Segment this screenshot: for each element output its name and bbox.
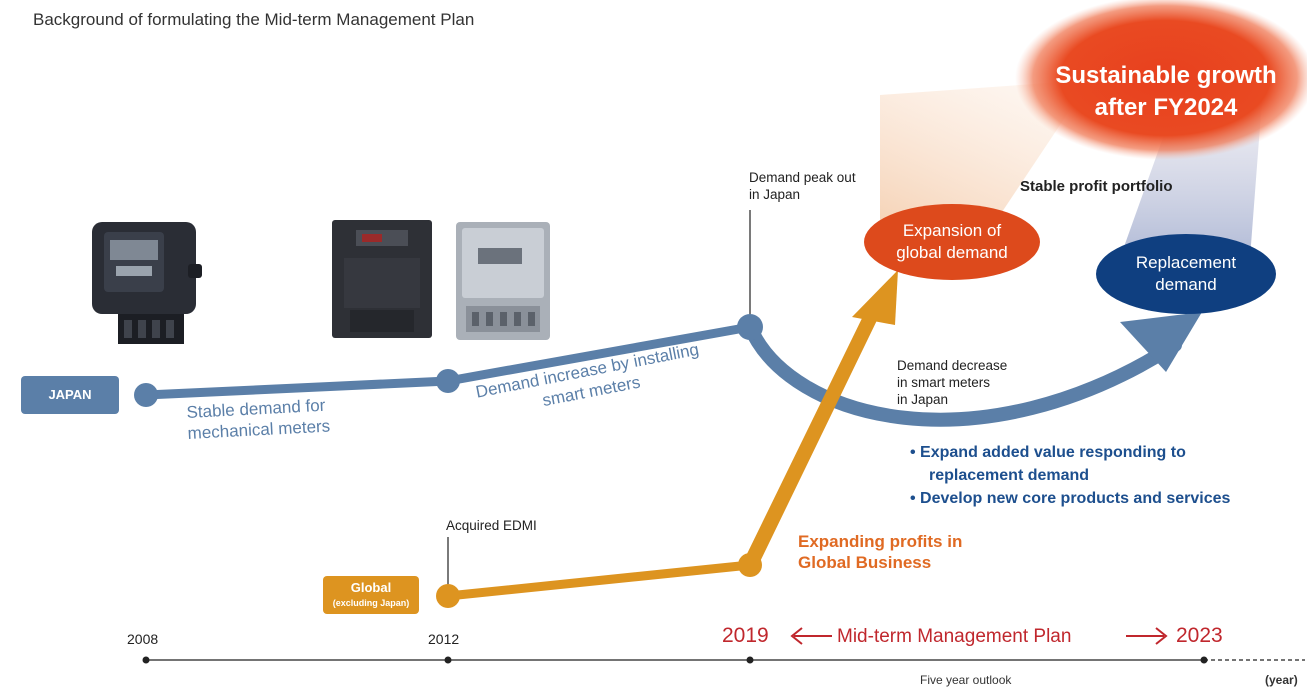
- node-2019-global: [738, 553, 762, 577]
- year-2019: 2019: [722, 624, 769, 647]
- year-2023: 2023: [1176, 624, 1223, 647]
- goal-label: Sustainable growth after FY2024: [1035, 60, 1297, 124]
- portfolio-label: Stable profit portfolio: [1020, 178, 1173, 195]
- global-label-line2: Global Business: [798, 553, 932, 572]
- global-badge-line2: (excluding Japan): [332, 598, 410, 608]
- year-2008: 2008: [127, 631, 159, 647]
- bullet-1-line1: • Expand added value responding to: [910, 444, 1186, 461]
- node-2012-japan: [436, 369, 460, 393]
- replacement-line1: Replacement: [1135, 253, 1237, 272]
- peak-line2: in Japan: [749, 187, 801, 202]
- replacement-ellipse: [1096, 234, 1276, 314]
- expansion-line2: global demand: [896, 243, 1008, 262]
- expansion-ellipse: [864, 204, 1040, 280]
- global-line: [443, 560, 755, 601]
- plan-arrow-left-icon: [790, 627, 832, 645]
- stable-demand-label: Stable demand for mechanical meters: [186, 395, 331, 444]
- node-2019-japan: [737, 314, 763, 340]
- decrease-annotation: Demand decrease in smart meters in Japan: [897, 357, 1007, 408]
- global-badge-line1: Global: [350, 580, 392, 595]
- decrease-line1: Demand decrease: [897, 358, 1008, 373]
- japan-badge: JAPAN: [21, 376, 119, 414]
- orange-arrowhead: [852, 270, 898, 325]
- expansion-line1: Expansion of: [902, 221, 1002, 240]
- strategy-bullets: • Expand added value responding to repla…: [910, 441, 1230, 510]
- global-profit-label: Expanding profits in Global Business: [798, 531, 962, 573]
- japan-decrease-curve: [743, 320, 1182, 427]
- decrease-line3: in Japan: [897, 392, 949, 407]
- global-label-line1: Expanding profits in: [798, 532, 963, 551]
- outlook-label: Five year outlook: [920, 673, 1012, 687]
- bullet-1-line2: replacement demand: [929, 467, 1090, 484]
- peak-line1: Demand peak out: [749, 170, 856, 185]
- tick-2008: [142, 656, 150, 664]
- replacement-ellipse-label: Replacement demand: [1096, 252, 1276, 296]
- year-2012: 2012: [428, 631, 460, 647]
- plan-label: Mid-term Management Plan: [837, 626, 1072, 647]
- decrease-line2: in smart meters: [897, 375, 991, 390]
- edmi-annotation: Acquired EDMI: [446, 518, 537, 533]
- node-2008-japan: [134, 383, 158, 407]
- tick-2023: [1200, 656, 1208, 664]
- year-unit: (year): [1265, 673, 1298, 687]
- expansion-ellipse-label: Expansion of global demand: [864, 220, 1040, 264]
- tick-2019: [746, 656, 754, 664]
- smart-meter-dark-icon: [332, 220, 432, 338]
- smart-meter-clear-icon: [456, 222, 550, 340]
- goal-line2: after FY2024: [1094, 94, 1238, 121]
- replacement-line2: demand: [1155, 275, 1217, 294]
- global-badge: Global (excluding Japan): [323, 576, 419, 614]
- node-2012-global: [436, 584, 460, 608]
- bullet-2: • Develop new core products and services: [910, 490, 1231, 507]
- plan-arrow-right-icon: [1126, 627, 1168, 645]
- tick-2012: [444, 656, 452, 664]
- peak-annotation: Demand peak out in Japan: [749, 169, 856, 203]
- goal-glow: [1015, 0, 1307, 160]
- global-growth-arrow: [744, 306, 881, 570]
- goal-line1: Sustainable growth: [1055, 62, 1277, 89]
- page-title: Background of formulating the Mid-term M…: [33, 10, 475, 29]
- blue-arrowhead: [1120, 312, 1202, 372]
- mechanical-meter-icon: [92, 222, 202, 344]
